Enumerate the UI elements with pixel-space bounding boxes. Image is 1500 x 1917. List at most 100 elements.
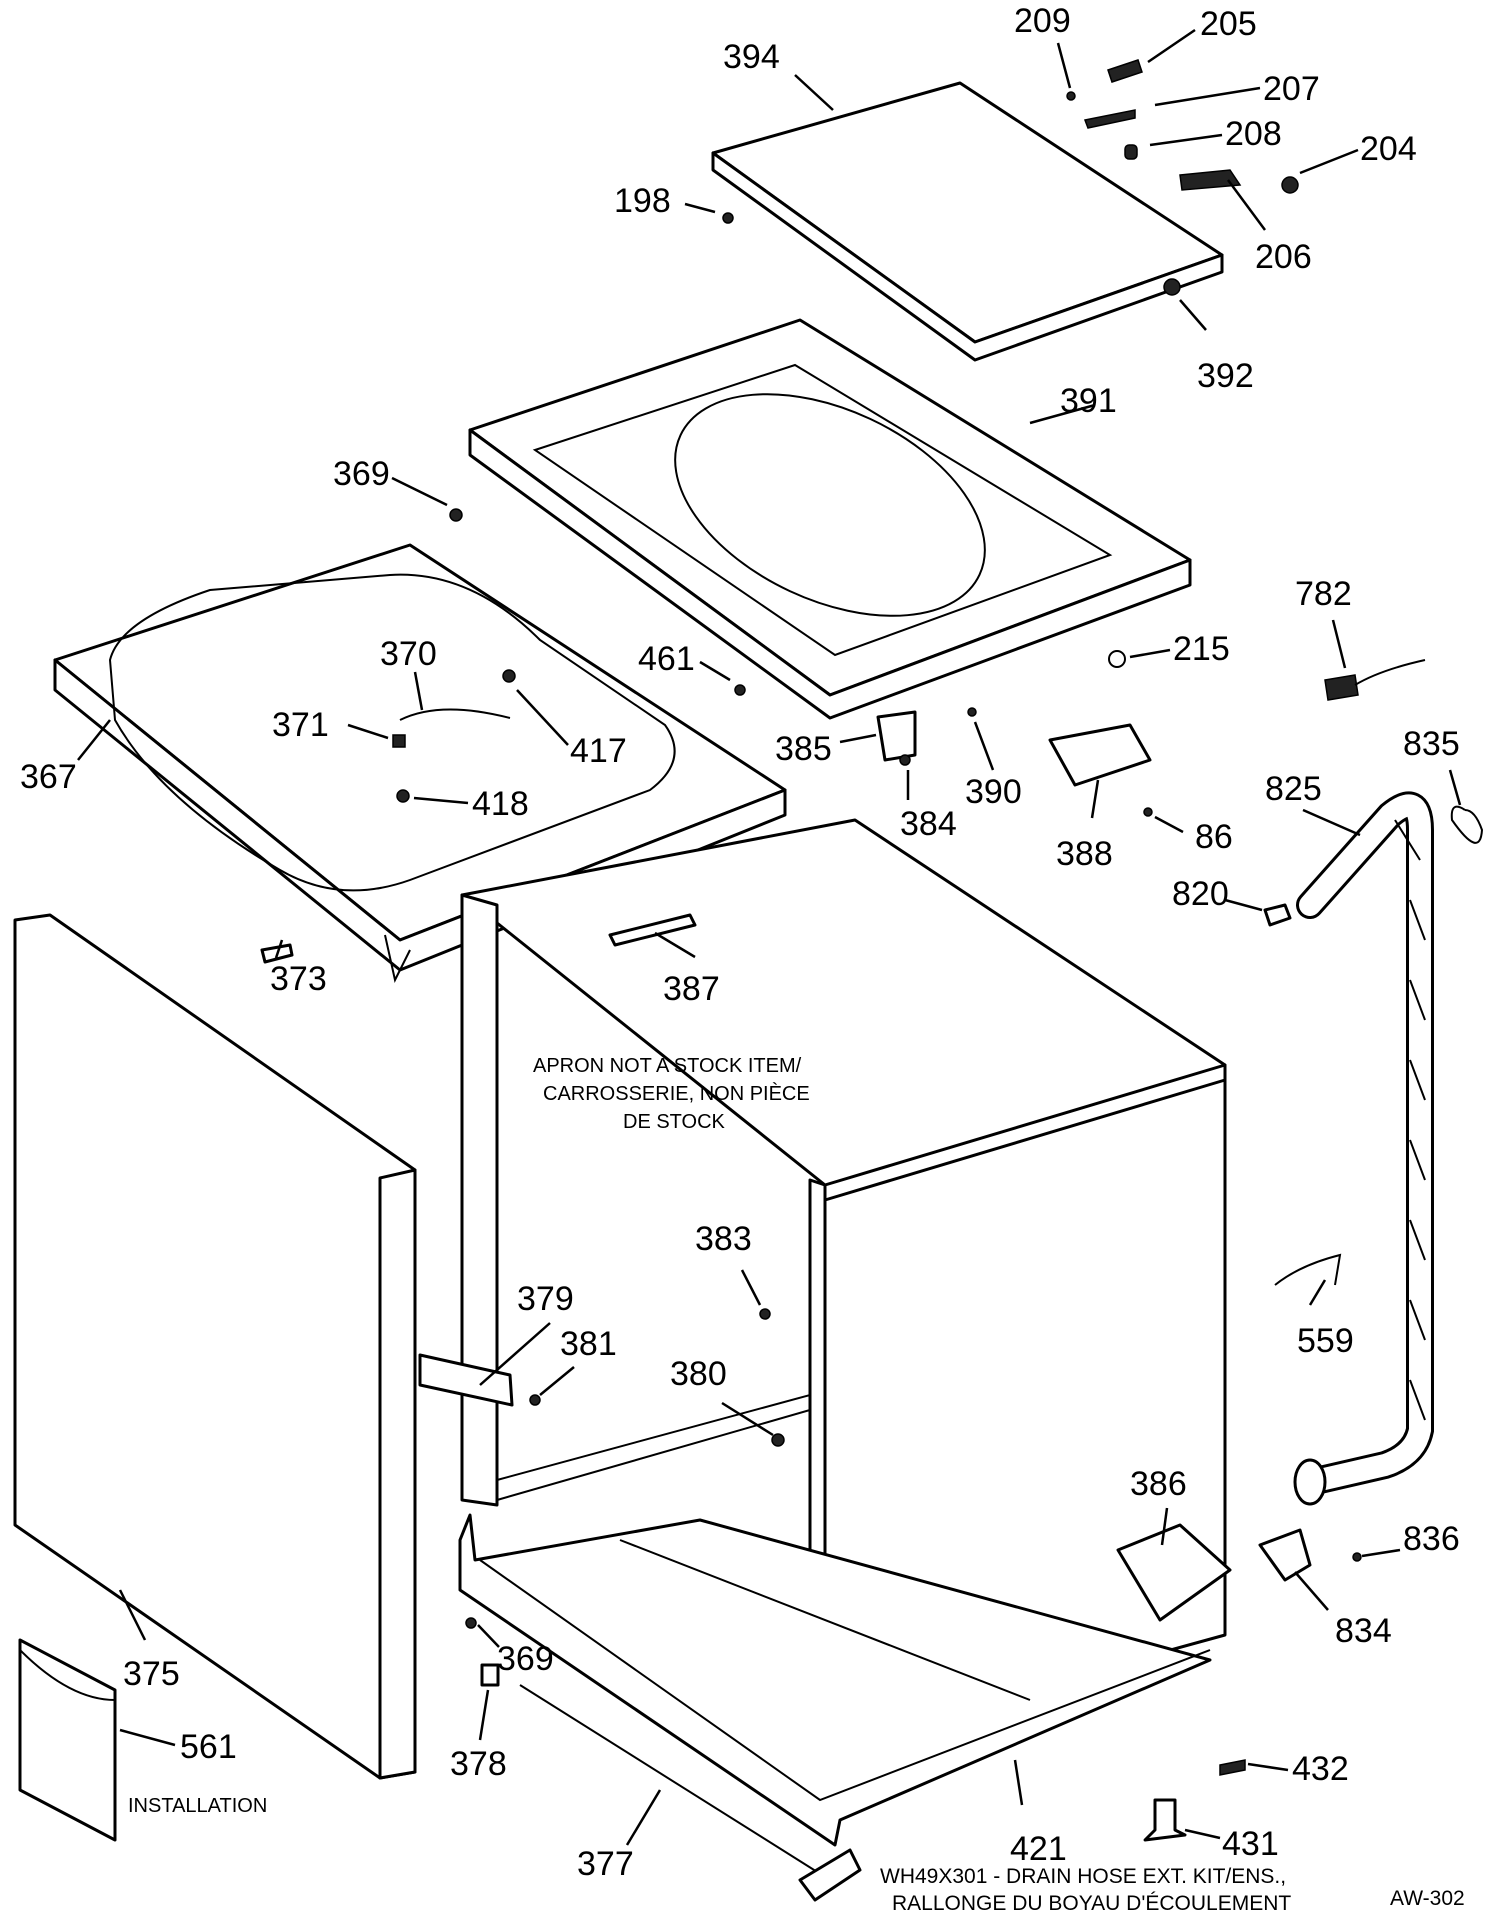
callout-215: 215 [1173, 630, 1230, 668]
callout-205: 205 [1200, 5, 1257, 43]
drain-hose-kit-line-2: RALLONGE DU BOYAU D'ÉCOULEMENT [892, 1892, 1291, 1915]
part-384-shape [899, 754, 911, 766]
callout-394: 394 [723, 38, 780, 76]
part-379-shape [418, 1353, 514, 1407]
part-386-shape [1116, 1523, 1232, 1622]
part-835-shape [1450, 805, 1484, 844]
part-383-shape [759, 1308, 771, 1320]
callout-384: 384 [900, 805, 957, 843]
callout-388: 388 [1056, 835, 1113, 873]
callout-209: 209 [1014, 2, 1071, 40]
callout-835: 835 [1403, 725, 1460, 763]
part-369b-shape [465, 1617, 477, 1629]
part-380-shape [771, 1433, 785, 1447]
top-cover-391 [468, 318, 1192, 720]
callout-378: 378 [450, 1745, 507, 1783]
callout-820: 820 [1172, 875, 1229, 913]
part-198-shape [722, 212, 734, 224]
part-207-shape [1083, 109, 1136, 129]
callout-367: 367 [20, 758, 77, 796]
part-431-shape [1143, 1798, 1187, 1842]
callout-431: 431 [1222, 1825, 1279, 1863]
callout-782: 782 [1295, 575, 1352, 613]
apron-note-line-2: CARROSSERIE, NON PIÈCE [543, 1082, 810, 1105]
callout-391: 391 [1060, 382, 1117, 420]
part-377-shape [519, 1684, 831, 1881]
part-559-shape [1274, 1253, 1342, 1286]
base-frame-421 [458, 1513, 1212, 1847]
front-panel-375 [13, 913, 417, 1780]
callout-208: 208 [1225, 115, 1282, 153]
callout-834: 834 [1335, 1612, 1392, 1650]
callout-836: 836 [1403, 1520, 1460, 1558]
part-205-shape [1107, 59, 1143, 83]
part-782-wires [1354, 659, 1426, 686]
callout-375: 375 [123, 1655, 180, 1693]
part-378-shape [480, 1663, 500, 1687]
callout-204: 204 [1360, 130, 1417, 168]
callout-390: 390 [965, 773, 1022, 811]
callout-559: 559 [1297, 1322, 1354, 1360]
apron-note-line-1: APRON NOT A STOCK ITEM/ [533, 1055, 802, 1077]
part-381-shape [529, 1394, 541, 1406]
callout-369-top: 369 [333, 455, 390, 493]
callout-381: 381 [560, 1325, 617, 1363]
callout-373: 373 [270, 960, 327, 998]
part-206-shape [1179, 169, 1242, 191]
callout-86: 86 [1195, 818, 1233, 856]
drain-hose-kit-line-1: WH49X301 - DRAIN HOSE EXT. KIT/ENS., [880, 1865, 1286, 1888]
part-86-shape [1143, 807, 1153, 817]
drain-hose-825 [1293, 791, 1434, 1506]
callout-387: 387 [663, 970, 720, 1008]
part-390-shape [967, 707, 977, 717]
callout-561: 561 [180, 1728, 237, 1766]
callout-386: 386 [1130, 1465, 1187, 1503]
figure-id-label: AW-302 [1390, 1887, 1465, 1910]
part-461-shape [734, 684, 746, 696]
tub-ring-frame-367 [53, 543, 787, 983]
callout-labels: 209 205 394 207 208 198 204 206 392 391 … [20, 2, 1460, 1883]
part-369a-shape [449, 508, 463, 522]
callout-383: 383 [695, 1220, 752, 1258]
part-370-shape [399, 708, 511, 721]
part-371-shape [392, 734, 406, 748]
callout-198: 198 [614, 182, 671, 220]
part-834-shape [1258, 1528, 1312, 1582]
part-417-shape [502, 669, 516, 683]
installation-label: INSTALLATION [128, 1795, 267, 1817]
apron-note-line-3: DE STOCK [623, 1111, 726, 1133]
callout-371: 371 [272, 706, 329, 744]
part-209-shape [1066, 91, 1076, 101]
part-820-shape [1263, 903, 1292, 927]
callout-369-bottom: 369 [497, 1640, 554, 1678]
part-782-shape [1324, 674, 1359, 701]
part-204-shape [1281, 176, 1299, 194]
part-392-shape [1163, 278, 1181, 296]
callout-380: 380 [670, 1355, 727, 1393]
callout-421: 421 [1010, 1830, 1067, 1868]
callout-432: 432 [1292, 1750, 1349, 1788]
apron-cabinet [460, 818, 1227, 1747]
part-208-shape [1124, 144, 1138, 160]
callout-379: 379 [517, 1280, 574, 1318]
part-418-shape [396, 789, 410, 803]
diagram-notes: APRON NOT A STOCK ITEM/ CARROSSERIE, NON… [128, 1055, 1465, 1915]
installation-envelope-561 [18, 1638, 117, 1842]
part-388-shape [1048, 723, 1152, 787]
callout-418: 418 [472, 785, 529, 823]
part-836-shape [1352, 1552, 1362, 1562]
callout-207: 207 [1263, 70, 1320, 108]
small-parts [260, 59, 1484, 1902]
lid-394 [711, 81, 1224, 362]
callout-417: 417 [570, 732, 627, 770]
callout-385: 385 [775, 730, 832, 768]
callout-392: 392 [1197, 357, 1254, 395]
part-432-shape [1219, 1759, 1246, 1776]
leader-lines [77, 28, 1462, 1846]
part-377-end [798, 1848, 862, 1902]
callout-461: 461 [638, 640, 695, 678]
callout-377: 377 [577, 1845, 634, 1883]
callout-370: 370 [380, 635, 437, 673]
callout-825: 825 [1265, 770, 1322, 808]
